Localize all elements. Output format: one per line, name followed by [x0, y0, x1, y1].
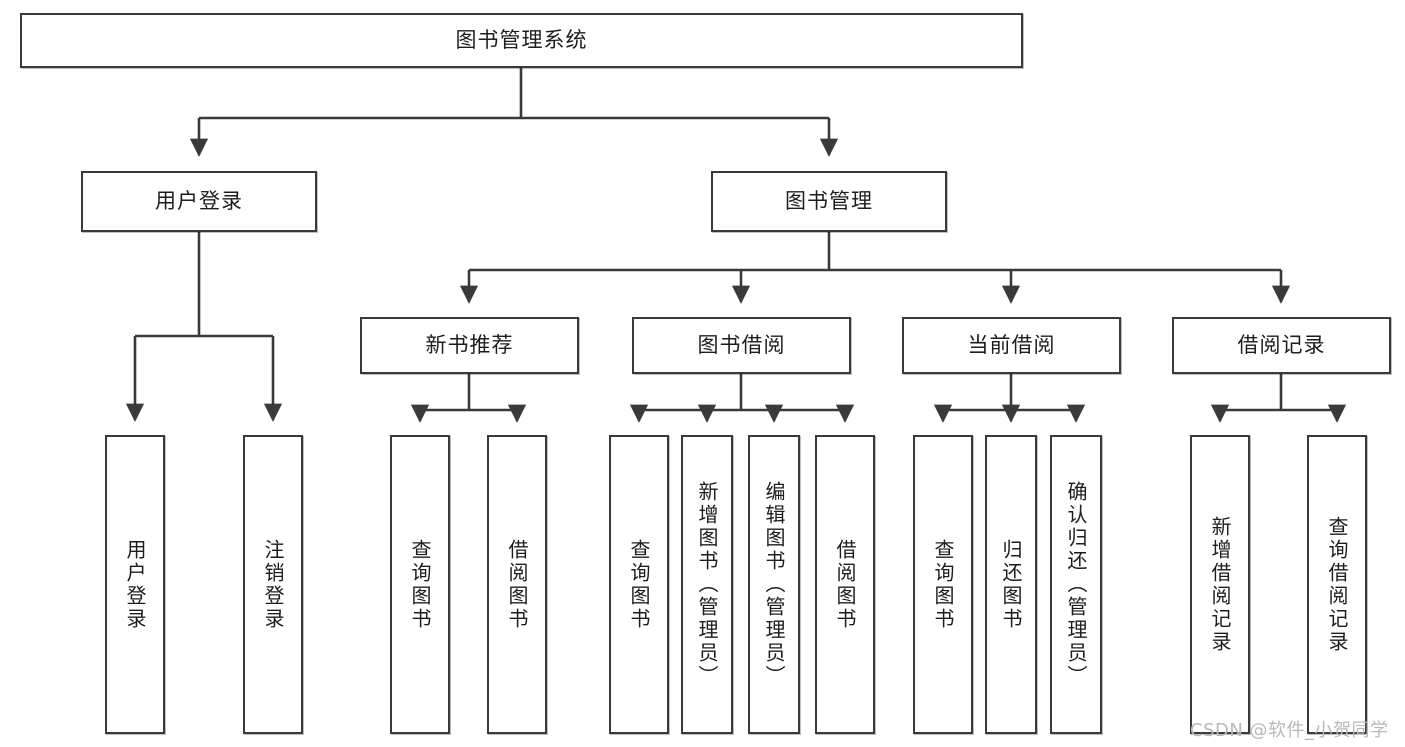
node-leaf-confirm-return-admin[interactable]: 确认归还（管理员） — [1050, 435, 1102, 734]
node-leaf-return-book[interactable]: 归还图书 — [985, 435, 1037, 734]
node-borrow-record[interactable]: 借阅记录 — [1172, 317, 1391, 374]
node-root-label: 图书管理系统 — [455, 28, 588, 53]
node-leaf-add-book-admin[interactable]: 新增图书（管理员） — [681, 435, 733, 734]
node-user-login-label: 用户登录 — [155, 189, 243, 214]
node-book-borrow[interactable]: 图书借阅 — [632, 317, 851, 374]
node-leaf-add-borrow-record-label: 新增借阅记录 — [1208, 515, 1232, 654]
node-leaf-query-book-3-label: 查询图书 — [931, 538, 955, 631]
node-leaf-logout-label: 注销登录 — [261, 538, 285, 631]
node-new-book-recommend[interactable]: 新书推荐 — [360, 317, 579, 374]
node-leaf-add-book-admin-label: 新增图书（管理员） — [695, 481, 719, 688]
node-leaf-borrow-book-2[interactable]: 借阅图书 — [815, 435, 875, 734]
node-leaf-query-book-3[interactable]: 查询图书 — [913, 435, 973, 734]
node-leaf-confirm-return-admin-label: 确认归还（管理员） — [1064, 481, 1088, 688]
node-book-manage-label: 图书管理 — [785, 189, 873, 214]
node-leaf-return-book-label: 归还图书 — [999, 538, 1023, 631]
node-leaf-user-login-label: 用户登录 — [123, 538, 147, 631]
csdn-watermark: CSDN @软件_小贺同学 — [1190, 720, 1389, 741]
node-borrow-record-label: 借阅记录 — [1237, 333, 1326, 358]
node-book-borrow-label: 图书借阅 — [697, 333, 786, 358]
node-leaf-query-book-2[interactable]: 查询图书 — [609, 435, 669, 734]
node-current-borrow[interactable]: 当前借阅 — [902, 317, 1121, 374]
node-leaf-edit-book-admin-label: 编辑图书（管理员） — [762, 481, 786, 688]
node-leaf-add-borrow-record[interactable]: 新增借阅记录 — [1190, 435, 1250, 734]
node-new-book-recommend-label: 新书推荐 — [425, 333, 514, 358]
node-leaf-borrow-book-1[interactable]: 借阅图书 — [487, 435, 547, 734]
node-leaf-edit-book-admin[interactable]: 编辑图书（管理员） — [748, 435, 800, 734]
node-book-manage[interactable]: 图书管理 — [711, 171, 947, 232]
node-root[interactable]: 图书管理系统 — [20, 13, 1023, 68]
node-leaf-query-borrow-record-label: 查询借阅记录 — [1325, 515, 1349, 654]
node-leaf-query-book-1[interactable]: 查询图书 — [390, 435, 450, 734]
node-leaf-logout[interactable]: 注销登录 — [243, 435, 303, 734]
node-leaf-user-login[interactable]: 用户登录 — [105, 435, 165, 734]
node-leaf-borrow-book-2-label: 借阅图书 — [833, 538, 857, 631]
node-leaf-query-borrow-record[interactable]: 查询借阅记录 — [1307, 435, 1367, 734]
node-current-borrow-label: 当前借阅 — [967, 333, 1056, 358]
node-leaf-query-book-1-label: 查询图书 — [408, 538, 432, 631]
node-leaf-query-book-2-label: 查询图书 — [627, 538, 651, 631]
node-leaf-borrow-book-1-label: 借阅图书 — [505, 538, 529, 631]
node-user-login[interactable]: 用户登录 — [81, 171, 317, 232]
